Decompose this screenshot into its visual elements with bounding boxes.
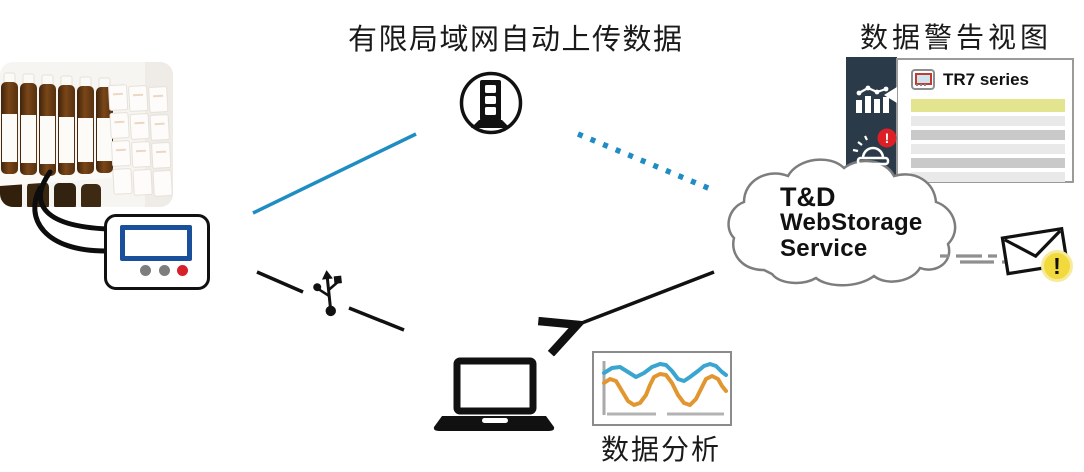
title-alert-view: 数据警告视图 [860,22,1053,53]
alarm-siren-icon: ! [852,128,897,166]
usb-link-dash [256,270,304,294]
alert-row-list [911,99,1065,186]
logger-record-button [177,265,188,276]
alert-row [911,144,1065,154]
alert-row-highlighted [911,99,1065,112]
usb-link-dash [348,306,405,332]
cloud-shape [727,158,957,287]
panel-callout-notch [884,87,897,103]
cloud-upload-dotted-line [576,131,715,193]
analysis-chart-thumbnail [592,351,732,426]
logger-button [140,265,151,276]
title-data-analysis: 数据分析 [601,434,722,465]
cloud-line-2: WebStorage [780,209,923,236]
cloud-line-1: T&D [780,182,836,212]
title-lan-upload: 有限局域网自动上传数据 [348,24,684,56]
medicine-bottles [1,72,113,176]
alarm-badge-exclamation: ! [885,130,890,146]
chart-series-orange [602,372,728,407]
base-station-icon [459,71,523,135]
data-logger-device [104,214,210,290]
lan-link-line [252,132,417,215]
alert-row [911,116,1065,126]
alarm-badge [877,128,897,148]
usb-icon [313,270,342,317]
alert-row [911,158,1065,168]
cloud-line-3: Service [780,235,868,262]
warning-badge: ! [1041,250,1073,282]
alert-row [911,172,1065,182]
sample-photo [0,62,173,207]
logger-button [159,265,170,276]
download-arrow [574,270,715,326]
alert-row [911,130,1065,140]
chart-series-blue [602,362,728,383]
white-boxes [108,84,173,197]
tr7-device-icon [911,69,935,90]
device-series-label: TR7 series [943,69,1029,89]
cloud-service-name: T&D WebStorage Service [780,184,923,262]
alert-list-card: TR7 series [896,58,1074,183]
alert-card-header: TR7 series [898,60,1072,90]
laptop-icon [433,357,555,431]
logger-display [120,225,192,261]
